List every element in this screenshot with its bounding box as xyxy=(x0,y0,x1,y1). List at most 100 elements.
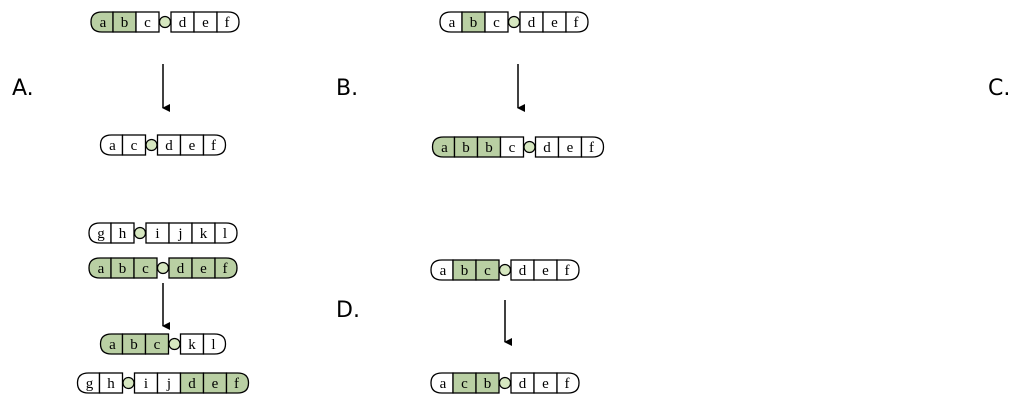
gene-segment-shaded xyxy=(99,333,124,355)
gene-label: e xyxy=(542,263,549,279)
gene-segment xyxy=(439,11,463,33)
gene-label: c xyxy=(144,15,151,31)
gene-label: f xyxy=(589,140,594,156)
gene-segment xyxy=(214,222,238,244)
gene-label: a xyxy=(440,376,447,392)
gene-label: g xyxy=(86,376,94,392)
gene-label: b xyxy=(119,261,127,277)
gene-label: b xyxy=(462,140,470,156)
gene-label: a xyxy=(441,140,448,156)
gene-label: a xyxy=(109,138,116,154)
gene-label: b xyxy=(121,15,129,31)
gene-label: d xyxy=(177,261,185,277)
gene-segment xyxy=(99,134,124,156)
gene-label: e xyxy=(551,15,558,31)
gene-label: b xyxy=(130,337,138,353)
gene-label: b xyxy=(484,376,492,392)
gene-label: j xyxy=(166,376,171,392)
gene-label: c xyxy=(461,376,468,392)
gene-label: l xyxy=(223,226,227,242)
gene-segment xyxy=(556,372,580,394)
gene-segment xyxy=(216,11,240,33)
centromere xyxy=(498,263,512,277)
gene-segment-shaded xyxy=(225,372,250,394)
gene-label: h xyxy=(119,226,127,242)
option-c-label: C. xyxy=(988,76,1011,101)
gene-label: a xyxy=(440,263,447,279)
centromere xyxy=(156,261,170,275)
gene-label: c xyxy=(493,15,500,31)
gene-label: c xyxy=(509,140,516,156)
option-d-label: D. xyxy=(336,298,360,323)
centromere xyxy=(523,140,536,154)
gene-label: f xyxy=(565,376,570,392)
centromere xyxy=(122,376,135,390)
option-b-label: B. xyxy=(336,76,359,101)
gene-label: b xyxy=(461,263,469,279)
gene-segment xyxy=(430,259,454,281)
gene-label: c xyxy=(484,263,491,279)
gene-label: f xyxy=(574,15,579,31)
centromere xyxy=(133,226,147,240)
gene-label: c xyxy=(142,261,149,277)
gene-label: d xyxy=(165,138,173,154)
gene-label: f xyxy=(234,376,239,392)
gene-label: a xyxy=(98,261,105,277)
gene-label: e xyxy=(567,140,574,156)
gene-label: d xyxy=(519,263,527,279)
centromere xyxy=(507,15,521,29)
gene-label: d xyxy=(188,376,196,392)
gene-label: b xyxy=(470,15,478,31)
gene-segment xyxy=(88,222,112,244)
centromere xyxy=(158,15,172,29)
gene-label: i xyxy=(144,376,148,392)
gene-label: l xyxy=(211,337,215,353)
gene-label: k xyxy=(188,337,196,353)
gene-label: c xyxy=(131,138,138,154)
gene-segment xyxy=(556,259,580,281)
gene-label: k xyxy=(200,226,208,242)
gene-label: i xyxy=(155,226,159,242)
gene-label: f xyxy=(565,263,570,279)
gene-label: b xyxy=(485,140,493,156)
gene-label: e xyxy=(212,376,219,392)
gene-label: f xyxy=(225,15,230,31)
centromere xyxy=(168,337,181,351)
centromere xyxy=(498,376,512,390)
gene-label: e xyxy=(542,376,549,392)
gene-label: j xyxy=(177,226,182,242)
gene-segment xyxy=(565,11,589,33)
gene-segment-shaded xyxy=(214,257,238,279)
gene-segment xyxy=(202,333,227,355)
gene-segment-shaded xyxy=(431,136,456,158)
gene-segment xyxy=(202,134,227,156)
gene-label: g xyxy=(97,226,105,242)
gene-segment xyxy=(76,372,101,394)
gene-label: d xyxy=(519,376,527,392)
gene-label: a xyxy=(109,337,116,353)
gene-label: e xyxy=(200,261,207,277)
gene-segment-shaded xyxy=(90,11,114,33)
gene-label: f xyxy=(211,138,216,154)
gene-label: c xyxy=(154,337,161,353)
option-a-label: A. xyxy=(12,76,34,101)
gene-segment-shaded xyxy=(88,257,112,279)
gene-label: d xyxy=(528,15,536,31)
gene-label: a xyxy=(100,15,107,31)
gene-label: f xyxy=(223,261,228,277)
gene-label: h xyxy=(107,376,115,392)
centromere xyxy=(145,138,158,152)
gene-label: d xyxy=(179,15,187,31)
gene-label: a xyxy=(449,15,456,31)
